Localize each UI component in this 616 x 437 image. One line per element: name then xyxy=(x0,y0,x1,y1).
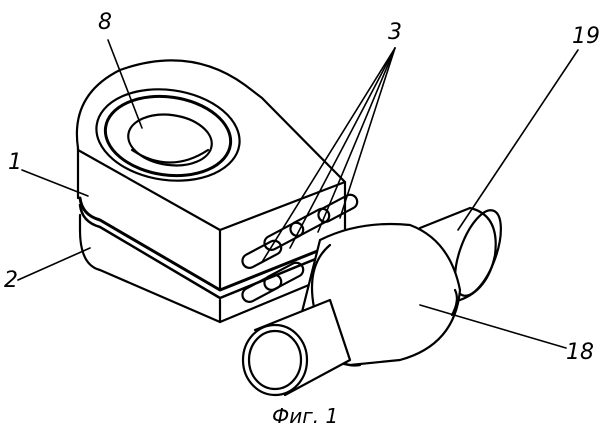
pipe-left-opening xyxy=(243,325,307,395)
label-1: 1 xyxy=(8,152,22,174)
label-8: 8 xyxy=(98,12,112,34)
label-3: 3 xyxy=(388,22,402,44)
label-19: 19 xyxy=(572,26,600,48)
label-18: 18 xyxy=(566,342,594,364)
label-2: 2 xyxy=(4,270,18,292)
figure-caption: Фиг. 1 xyxy=(272,404,338,428)
